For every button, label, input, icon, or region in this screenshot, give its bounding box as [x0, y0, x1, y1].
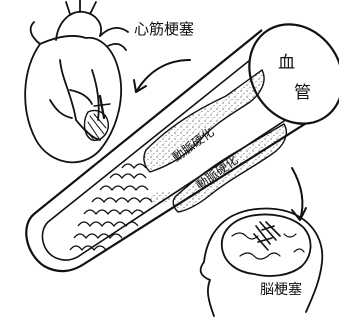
label-vessel-char-2: 管: [294, 83, 311, 103]
label-heart-attack: 心筋梗塞: [134, 20, 194, 38]
head-illustration: [201, 209, 323, 317]
label-stroke: 脳梗塞: [260, 281, 302, 298]
blood-clot: [70, 164, 152, 250]
arrow-vessel-to-heart: [134, 60, 190, 92]
arrow-vessel-to-brain: [292, 168, 306, 220]
heart-illustration: [25, 0, 128, 162]
blood-vessel: [26, 6, 339, 271]
label-vessel-char-1: 血: [278, 53, 295, 73]
